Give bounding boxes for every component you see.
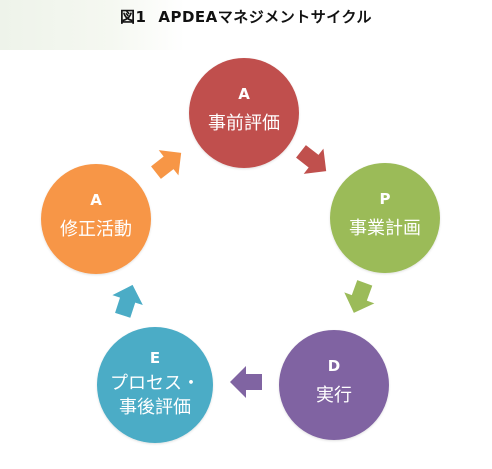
cycle-node-label: 事前評価 [208,113,280,134]
cycle-node-circle [189,58,299,168]
cycle-node-letter: A [238,85,250,103]
cycle-node-label: 事業計画 [349,218,421,239]
cycle-node-letter: D [328,357,340,375]
arrow-assessment-to-plan [296,145,327,174]
cycle-arrows [112,145,375,398]
cycle-node-letter: E [150,349,160,367]
cycle-node-plan: P 事業計画 [330,163,440,273]
cycle-node-circle [41,164,151,274]
figure-title-text: APDEAマネジメントサイクル [158,8,373,26]
background-wash [0,0,185,50]
cycle-node-action: A 修正活動 [41,164,151,274]
cycle-node-evaluation: E プロセス・事後評価 [97,327,213,443]
cycle-node-circle [97,327,213,443]
cycle-node-letter: A [90,191,102,209]
cycle-node-circle [330,163,440,273]
cycle-nodes: A 事前評価 P 事業計画 D 実行 E プロセス・事後評価 A 修正活動 [41,58,440,443]
figure-number: 図1 [119,8,147,26]
figure-title: 図1 APDEAマネジメントサイクル [0,6,492,27]
cycle-node-label: 実行 [316,385,352,406]
arrow-do-to-evaluation [230,366,262,398]
arrow-plan-to-do [344,280,375,313]
cycle-node-label: 修正活動 [60,219,132,240]
cycle-node-do: D 実行 [279,330,389,440]
cycle-node-circle [279,330,389,440]
arrow-action-to-assessment [151,150,182,179]
arrow-evaluation-to-action [112,284,143,318]
cycle-node-label: プロセス・ [110,373,200,394]
cycle-node-assessment: A 事前評価 [189,58,299,168]
cycle-node-label: 事後評価 [119,397,191,418]
cycle-node-letter: P [380,190,391,208]
